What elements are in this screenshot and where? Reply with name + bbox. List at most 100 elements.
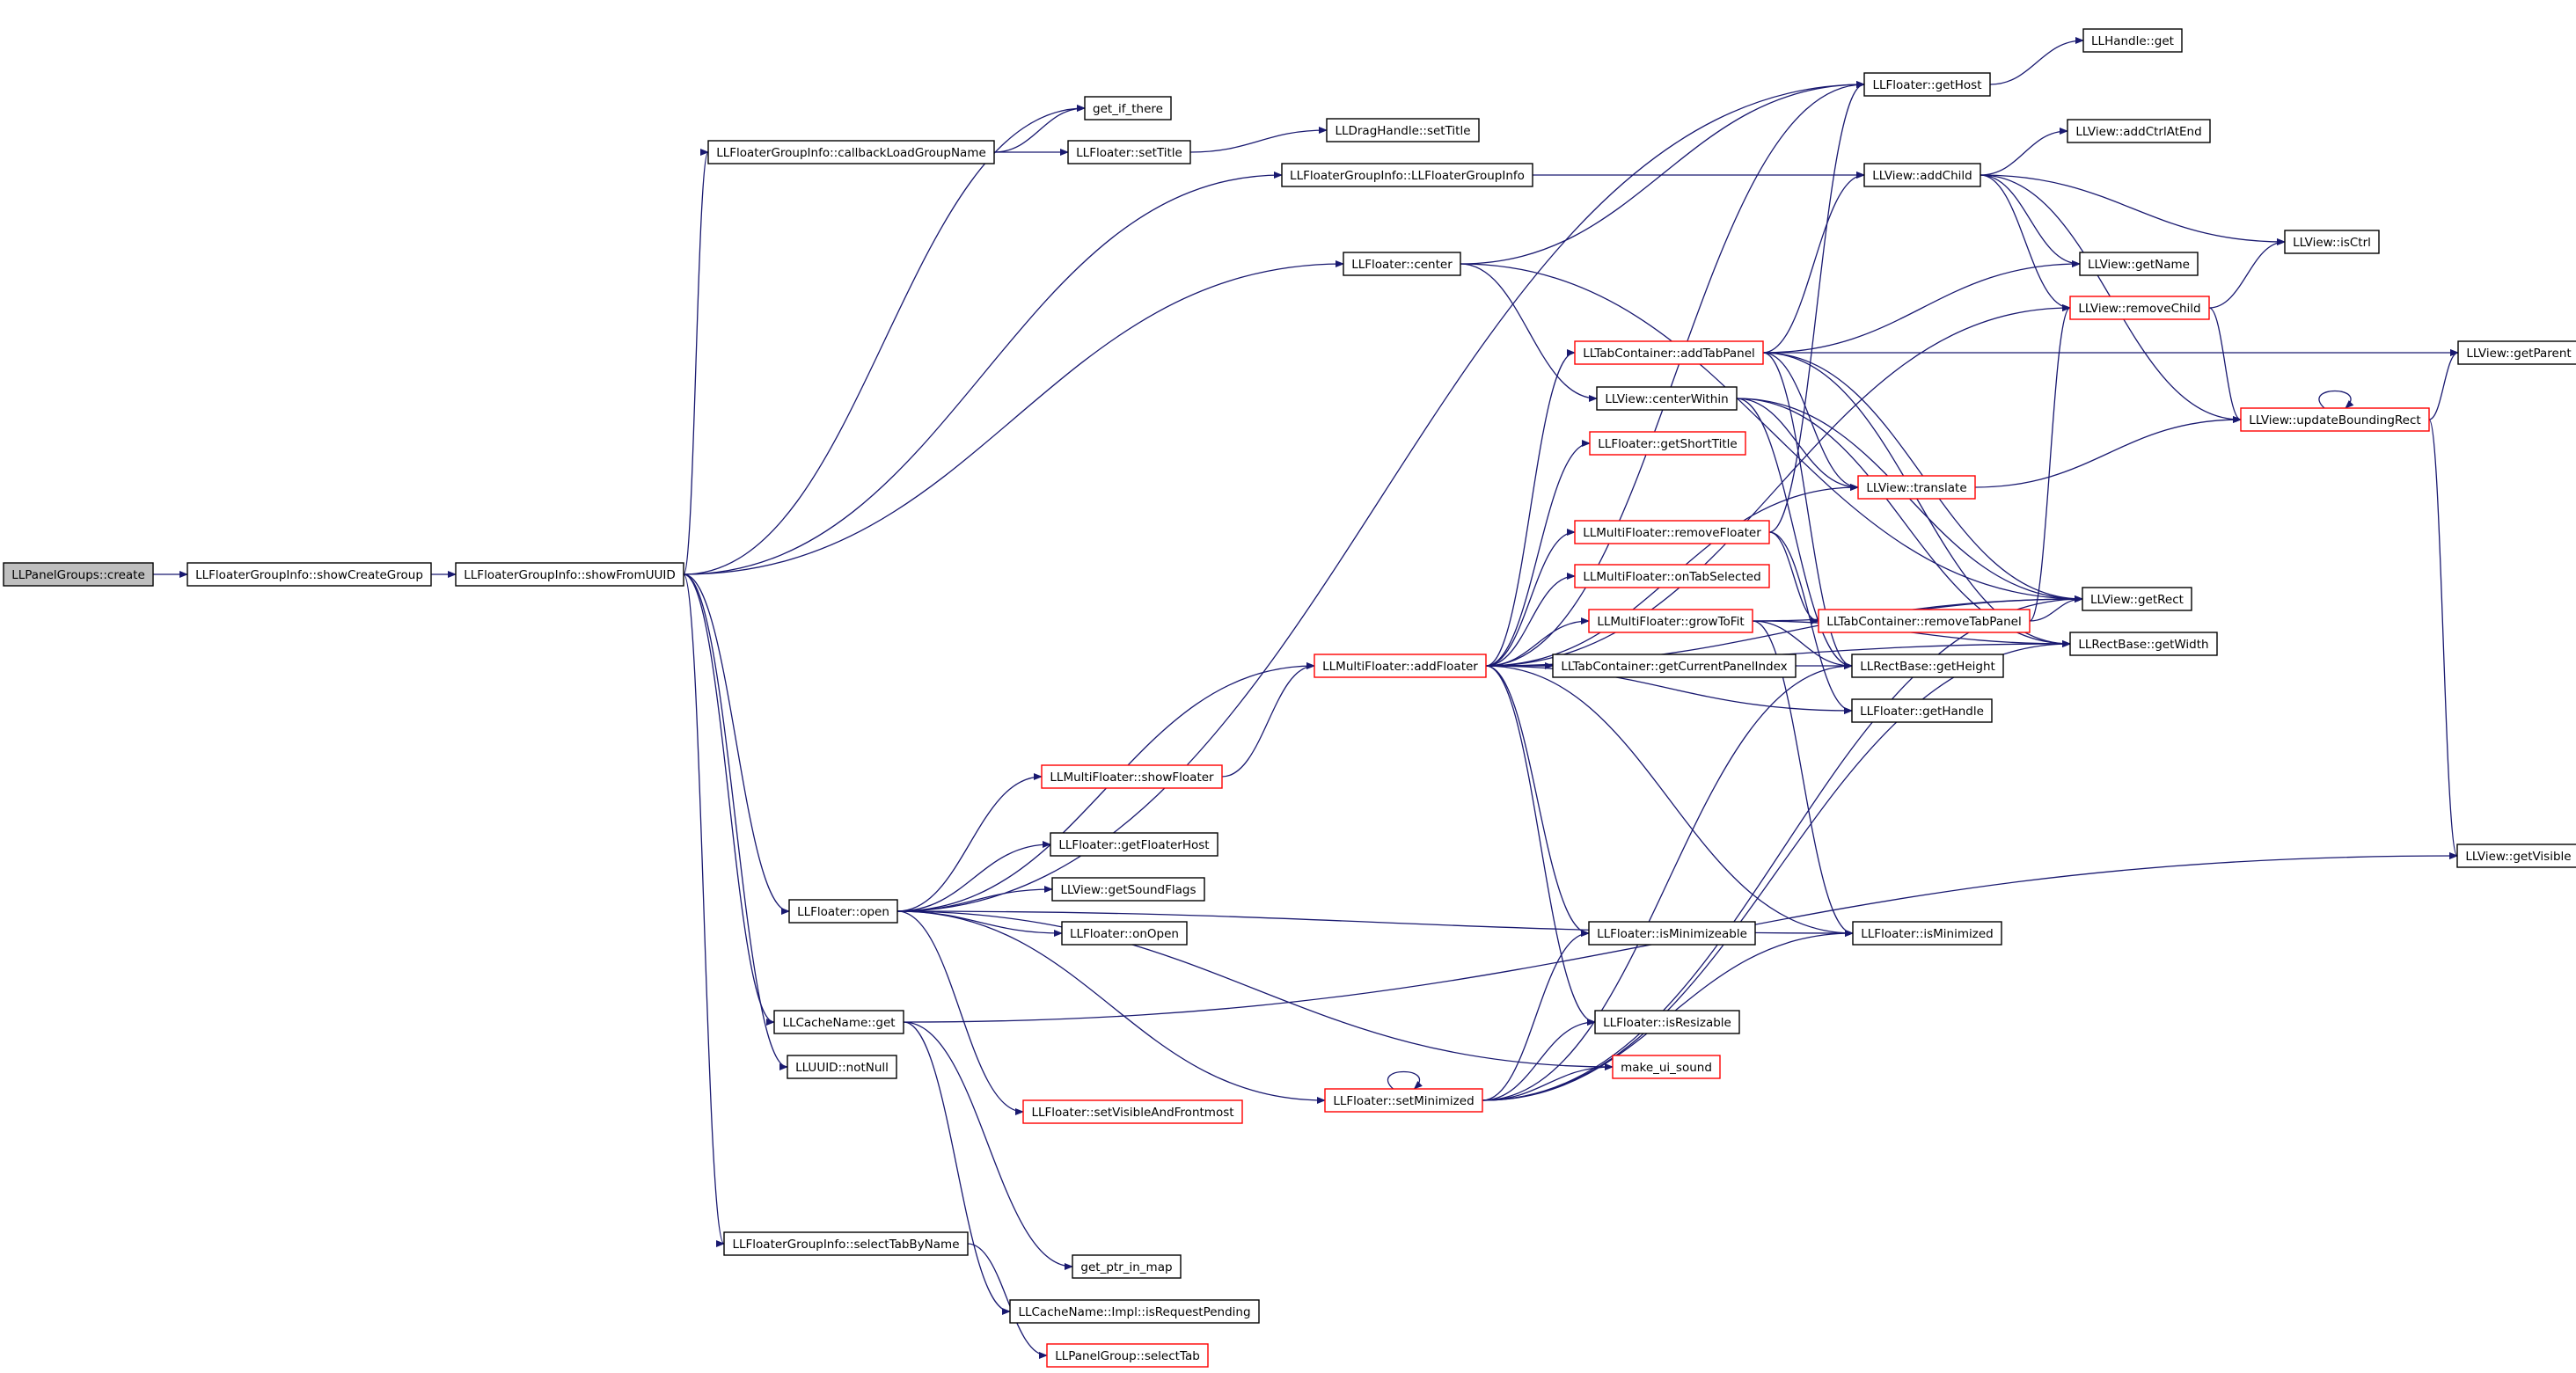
graph-node[interactable]: LLFloater::getFloaterHost: [1050, 832, 1218, 857]
call-edge: [1482, 930, 1590, 1101]
graph-node-box: [1061, 921, 1188, 946]
graph-node-label: LLTabContainer::getCurrentPanelIndex: [1561, 660, 1787, 674]
graph-node[interactable]: LLCacheName::Impl::isRequestPending: [1009, 1299, 1260, 1324]
graph-node[interactable]: LLDragHandle::setTitle: [1326, 118, 1480, 142]
graph-node[interactable]: LLTabContainer::addTabPanel: [1574, 340, 1764, 365]
graph-node[interactable]: LLCacheName::get: [773, 1010, 904, 1034]
call-edge: [1980, 174, 2286, 245]
call-edge: [896, 841, 1051, 912]
graph-node-label: LLFloater::getFloaterHost: [1058, 838, 1209, 852]
graph-node[interactable]: LLView::addChild: [1863, 163, 1981, 187]
call-edge: [1485, 304, 2071, 667]
graph-node-box: [1574, 564, 1770, 588]
graph-node-label: LLFloaterGroupInfo::LLFloaterGroupInfo: [1290, 169, 1525, 183]
call-edge: [1485, 665, 1590, 937]
graph-node[interactable]: LLFloater::setVisibleAndFrontmost: [1022, 1099, 1243, 1124]
graph-node-box: [2069, 296, 2210, 320]
graph-node[interactable]: LLPanelGroups::create: [3, 562, 154, 587]
graph-node[interactable]: LLMultiFloater::onTabSelected: [1574, 564, 1770, 588]
graph-node[interactable]: LLFloaterGroupInfo::LLFloaterGroupInfo: [1281, 163, 1533, 187]
graph-node[interactable]: LLUUID::notNull: [787, 1055, 897, 1079]
graph-node[interactable]: LLView::getSoundFlags: [1051, 877, 1205, 902]
call-edge: [1989, 37, 2084, 85]
graph-node[interactable]: LLFloater::isResizable: [1594, 1010, 1740, 1034]
call-edge: [1485, 617, 1590, 667]
call-edge: [1485, 529, 1576, 667]
graph-node[interactable]: get_ptr_in_map: [1072, 1254, 1182, 1279]
call-edge: [1482, 662, 1853, 1101]
graph-node-box: [1072, 1254, 1182, 1279]
graph-node-box: [2240, 407, 2430, 432]
graph-node-box: [1574, 340, 1764, 365]
graph-node[interactable]: LLFloater::getHost: [1863, 72, 1991, 97]
graph-node[interactable]: LLRectBase::getWidth: [2069, 632, 2218, 656]
call-edge: [2318, 390, 2354, 409]
graph-node[interactable]: LLFloaterGroupInfo::showCreateGroup: [187, 562, 432, 587]
graph-node-box: [1851, 698, 1993, 723]
graph-node-box: [1084, 96, 1172, 121]
graph-node[interactable]: LLView::isCtrl: [2284, 230, 2380, 254]
graph-node[interactable]: LLHandle::get: [2082, 28, 2183, 53]
call-edge: [896, 910, 1326, 1104]
call-edge: [683, 105, 1086, 575]
graph-node-label: LLView::getVisible: [2465, 850, 2571, 864]
graph-node-box: [2069, 632, 2218, 656]
call-edge: [1974, 416, 2242, 488]
graph-node[interactable]: LLFloater::open: [788, 899, 898, 924]
call-edge: [1752, 620, 1853, 669]
call-edge: [1485, 440, 1591, 667]
graph-node-box: [1051, 877, 1205, 902]
graph-node[interactable]: LLFloater::center: [1343, 252, 1461, 276]
graph-node[interactable]: LLFloater::getShortTitle: [1589, 431, 1746, 456]
call-edge: [896, 81, 1865, 912]
call-edge: [2428, 419, 2458, 859]
graph-node[interactable]: LLFloaterGroupInfo::callbackLoadGroupNam…: [707, 140, 995, 164]
graph-node-label: LLFloater::isResizable: [1603, 1016, 1731, 1030]
graph-node[interactable]: LLRectBase::getHeight: [1851, 654, 2004, 678]
graph-node-box: [1326, 118, 1480, 142]
graph-node[interactable]: get_if_there: [1084, 96, 1172, 121]
graph-node-label: LLMultiFloater::growToFit: [1597, 615, 1744, 629]
graph-node[interactable]: LLFloaterGroupInfo::selectTabByName: [723, 1231, 969, 1256]
graph-node[interactable]: LLView::removeChild: [2069, 296, 2210, 320]
graph-node-label: LLRectBase::getWidth: [2078, 638, 2208, 652]
call-edge: [1762, 352, 1853, 669]
graph-node-label: LLView::updateBoundingRect: [2249, 413, 2420, 427]
graph-node[interactable]: LLView::updateBoundingRect: [2240, 407, 2430, 432]
graph-node-label: LLFloater::getHandle: [1860, 705, 1984, 719]
call-edge: [1460, 81, 1865, 265]
graph-node[interactable]: LLMultiFloater::showFloater: [1041, 764, 1223, 789]
graph-node[interactable]: LLFloater::setMinimized: [1324, 1088, 1483, 1113]
call-edge: [1221, 662, 1315, 778]
graph-node[interactable]: LLFloaterGroupInfo::showFromUUID: [455, 562, 684, 587]
graph-node-box: [1281, 163, 1533, 187]
graph-node[interactable]: LLFloater::onOpen: [1061, 921, 1188, 946]
graph-node-label: LLFloater::isMinimized: [1861, 927, 1993, 941]
graph-node-box: [1852, 921, 2002, 946]
graph-node[interactable]: LLMultiFloater::growToFit: [1588, 609, 1753, 633]
graph-node-box: [773, 1010, 904, 1034]
graph-node[interactable]: LLMultiFloater::addFloater: [1314, 654, 1487, 678]
graph-node[interactable]: make_ui_sound: [1612, 1055, 1721, 1079]
call-edge: [1485, 573, 1576, 667]
graph-node[interactable]: LLFloater::getHandle: [1851, 698, 1993, 723]
graph-node-box: [1863, 72, 1991, 97]
graph-node[interactable]: LLView::centerWithin: [1596, 386, 1738, 411]
graph-node[interactable]: LLFloater::isMinimized: [1852, 921, 2002, 946]
graph-node[interactable]: LLView::addCtrlAtEnd: [2067, 119, 2211, 143]
graph-node[interactable]: LLTabContainer::getCurrentPanelIndex: [1552, 654, 1797, 678]
graph-node[interactable]: LLView::getRect: [2082, 587, 2192, 611]
graph-node[interactable]: LLView::getParent: [2457, 340, 2576, 365]
graph-node[interactable]: LLFloater::setTitle: [1067, 140, 1191, 164]
graph-node[interactable]: LLMultiFloater::removeFloater: [1574, 520, 1770, 544]
graph-node-box: [1022, 1099, 1243, 1124]
graph-node[interactable]: LLView::translate: [1857, 475, 1976, 500]
graph-node-label: LLFloater::open: [797, 905, 889, 919]
graph-node[interactable]: LLView::getName: [2079, 252, 2199, 276]
graph-node[interactable]: LLView::getVisible: [2456, 844, 2576, 868]
graph-node[interactable]: LLPanelGroup::selectTab: [1046, 1343, 1209, 1368]
graph-node[interactable]: LLFloater::isMinimizeable: [1588, 921, 1756, 946]
graph-node-box: [1863, 163, 1981, 187]
graph-node-label: LLMultiFloater::removeFloater: [1583, 526, 1761, 540]
graph-node[interactable]: LLTabContainer::removeTabPanel: [1818, 609, 2031, 633]
